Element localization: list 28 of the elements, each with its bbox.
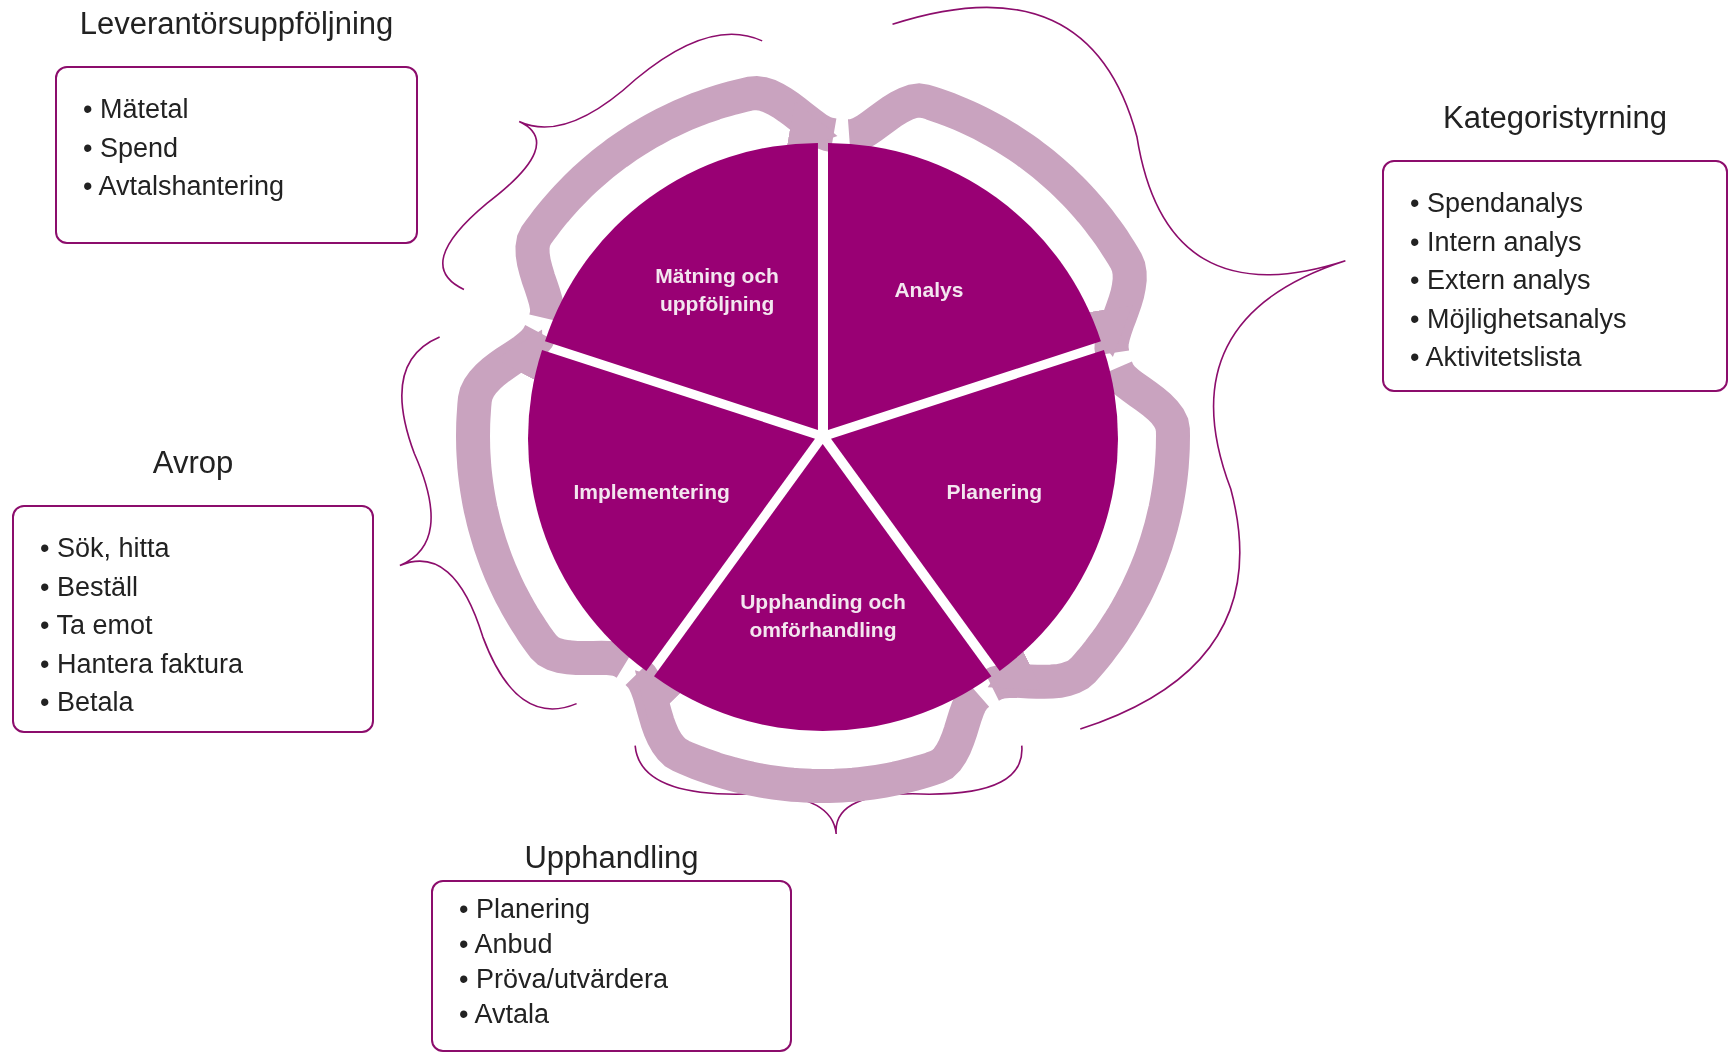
card-heading: Upphandling — [523, 840, 700, 876]
bullet-item: • Anbud — [459, 928, 554, 961]
pie-segment — [545, 142, 819, 430]
bullet-item: • Betala — [40, 686, 135, 719]
segment-label: Analys — [893, 277, 965, 304]
card-heading: Kategoristyrning — [1442, 100, 1668, 136]
bullet-item: • Planering — [459, 893, 592, 926]
segment-label: Upphanding och omförhandling — [739, 588, 907, 644]
bullet-item: • Ta emot — [40, 609, 154, 642]
bullet-item: • Spendanalys — [1410, 187, 1585, 220]
bullet-item: • Mätetal — [83, 93, 190, 126]
bullet-item: • Spend — [83, 131, 180, 165]
bullet-item: • Avtala — [459, 998, 551, 1031]
segment-label: Mätning och uppföljning — [654, 262, 780, 318]
card-heading: Avrop — [151, 445, 235, 481]
bullet-item: • Beställ — [40, 570, 139, 604]
card-heading: Leverantörsuppföljning — [78, 6, 395, 42]
segment-label: Planering — [945, 478, 1044, 505]
segment-label: Implementering — [572, 478, 731, 505]
bullet-item: • Avtalshantering — [83, 170, 286, 203]
bullet-item: • Pröva/utvärdera — [459, 963, 670, 996]
bullet-item: • Sök, hitta — [40, 532, 171, 565]
bullet-item: • Möjlighetsanalys — [1410, 302, 1628, 336]
pie-segment — [827, 142, 1101, 430]
bullet-item: • Hantera faktura — [40, 647, 245, 681]
bullet-item: • Extern analys — [1410, 264, 1592, 297]
bullet-item: • Aktivitetslista — [1410, 341, 1583, 374]
bullet-item: • Intern analys — [1410, 225, 1583, 259]
